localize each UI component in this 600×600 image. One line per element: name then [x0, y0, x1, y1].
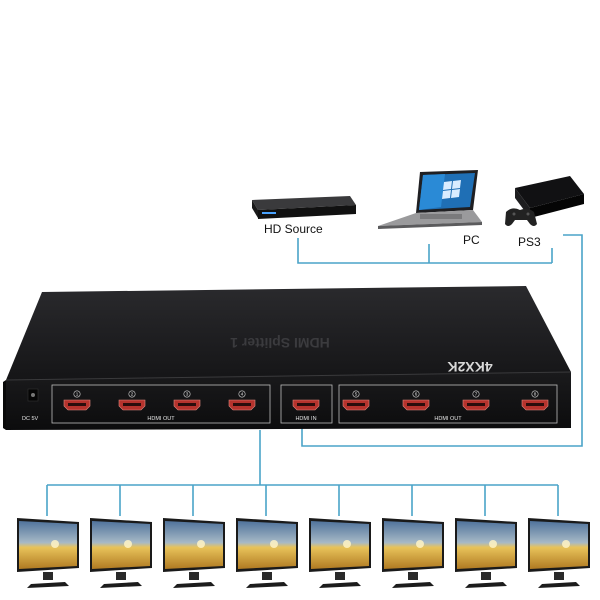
port-number-circle: [73, 390, 81, 398]
port-number: 8: [534, 392, 537, 397]
power-port: [27, 388, 39, 402]
hdmi-out-right-label: HDMI OUT: [434, 416, 462, 422]
tv-icon: [236, 518, 298, 588]
hdmi-out-port-7: 7: [462, 390, 490, 411]
hdmi-out-port-5: 5: [342, 390, 370, 411]
hdmi-out-group-right: [338, 384, 558, 424]
hdmi-out-port-8: 8: [521, 390, 549, 411]
port-number-circle: [352, 390, 360, 398]
port-number: 2: [131, 392, 134, 397]
hdmi-out-group-left: [51, 384, 271, 424]
hdmi-in-label: HDMI IN: [295, 416, 316, 422]
port-number: 7: [475, 392, 478, 397]
output-connectors: [46, 430, 559, 516]
port-number: 4: [241, 392, 244, 397]
tv-icon: [163, 518, 225, 588]
port-number: 5: [355, 392, 358, 397]
hdmi-in-port: [292, 399, 320, 411]
tv-icon: [382, 518, 444, 588]
display-row: [17, 518, 590, 588]
tv-icon: [17, 518, 79, 588]
tv-icon: [455, 518, 517, 588]
hdmi-ports: 1 2 3 4 5 6 7 8: [63, 390, 549, 411]
port-number-circle: [412, 390, 420, 398]
port-number-circle: [183, 390, 191, 398]
hdmi-splitter-device: HDMI Splitter 1 4KX2K: [3, 286, 572, 430]
hdmi-out-port-1: 1: [63, 390, 91, 411]
laptop-icon: [378, 170, 482, 229]
connector-to-hdmi-in: [301, 234, 583, 447]
port-number: 3: [186, 392, 189, 397]
port-number: 1: [76, 392, 79, 397]
power-label: DC 5V: [22, 416, 39, 422]
port-number-circle: [128, 390, 136, 398]
product-name-text: HDMI Splitter 1: [230, 335, 330, 351]
source-label-ps3: PS3: [518, 235, 541, 249]
hdmi-out-port-2: 2: [118, 390, 146, 411]
hdmi-out-port-3: 3: [173, 390, 201, 411]
port-number-circle: [472, 390, 480, 398]
bluray-player-icon: [252, 196, 356, 219]
source-connectors: [297, 234, 583, 447]
hdmi-out-port-4: 4: [228, 390, 256, 411]
source-label-pc: PC: [463, 233, 480, 247]
tv-icon: [528, 518, 590, 588]
badge-4kx2k: 4KX2K: [447, 359, 492, 375]
port-number-circle: [531, 390, 539, 398]
hdmi-out-left-label: HDMI OUT: [147, 416, 175, 422]
tv-icon: [309, 518, 371, 588]
connector-hd-source: [297, 238, 552, 264]
source-label-hd: HD Source: [264, 222, 323, 236]
hdmi-out-port-6: 6: [402, 390, 430, 411]
game-console-icon: [505, 176, 584, 226]
tv-icon: [90, 518, 152, 588]
port-number-circle: [238, 390, 246, 398]
hdmi-in-group: [280, 384, 333, 424]
port-number: 6: [415, 392, 418, 397]
